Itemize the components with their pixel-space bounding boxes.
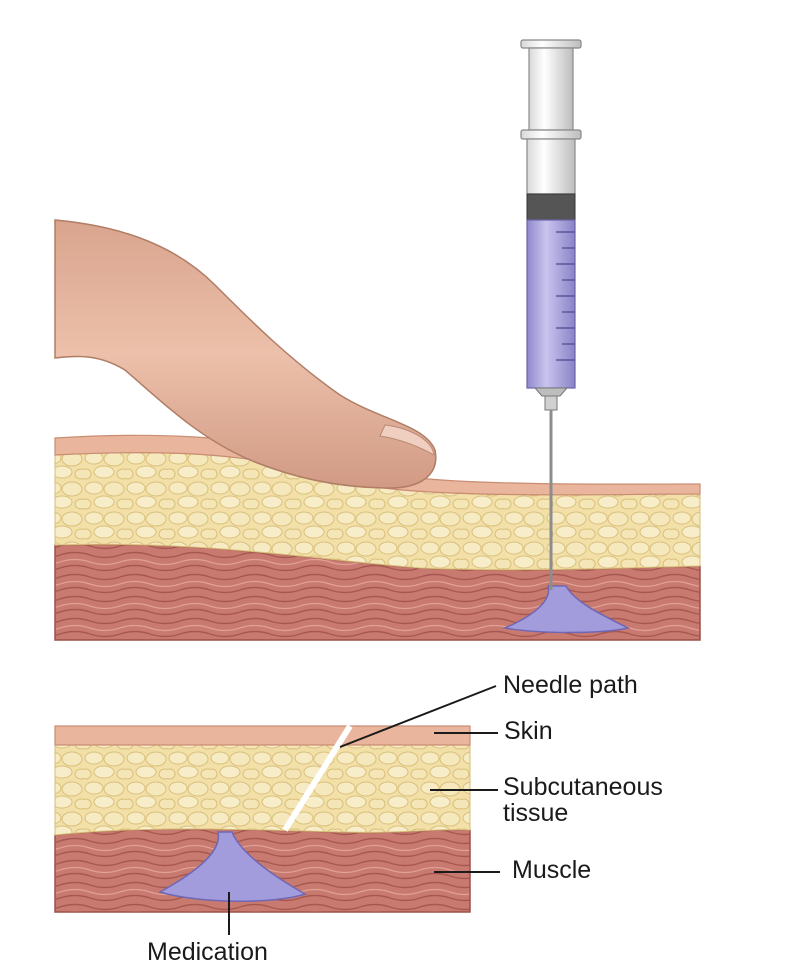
subcutaneous-label-line2: tissue <box>503 799 569 828</box>
skin-label: Skin <box>504 717 553 745</box>
leader-lines <box>228 685 500 935</box>
syringe-tip <box>533 387 569 397</box>
syringe <box>520 39 582 590</box>
needle-path-label: Needle path <box>503 671 638 699</box>
syringe-flange <box>520 129 582 140</box>
medication-label: Medication <box>147 938 268 966</box>
syringe-fluid <box>526 219 576 389</box>
needle-path-leader <box>339 685 497 748</box>
syringe-graduations <box>556 231 575 361</box>
bottom-skin-layer <box>54 725 471 746</box>
bottom-fat-layer <box>54 744 471 836</box>
syringe-plunger-rod <box>528 47 574 131</box>
needle-hub <box>544 395 558 411</box>
bottom-medication-pool <box>158 831 307 903</box>
finger <box>54 219 437 489</box>
subcutaneous-label-line1: Subcutaneous <box>503 773 663 801</box>
bottom-tissue-section <box>54 724 471 913</box>
muscle-label: Muscle <box>512 856 592 884</box>
syringe-barrel-upper <box>526 138 576 195</box>
subcutaneous-tissue-label: Subcutaneous tissue <box>503 774 663 827</box>
bottom-needle-track <box>282 724 353 832</box>
top-medication-pool <box>502 585 631 634</box>
syringe-plunger-top <box>520 39 582 49</box>
fingernail <box>379 424 435 456</box>
syringe-stopper <box>526 193 576 221</box>
